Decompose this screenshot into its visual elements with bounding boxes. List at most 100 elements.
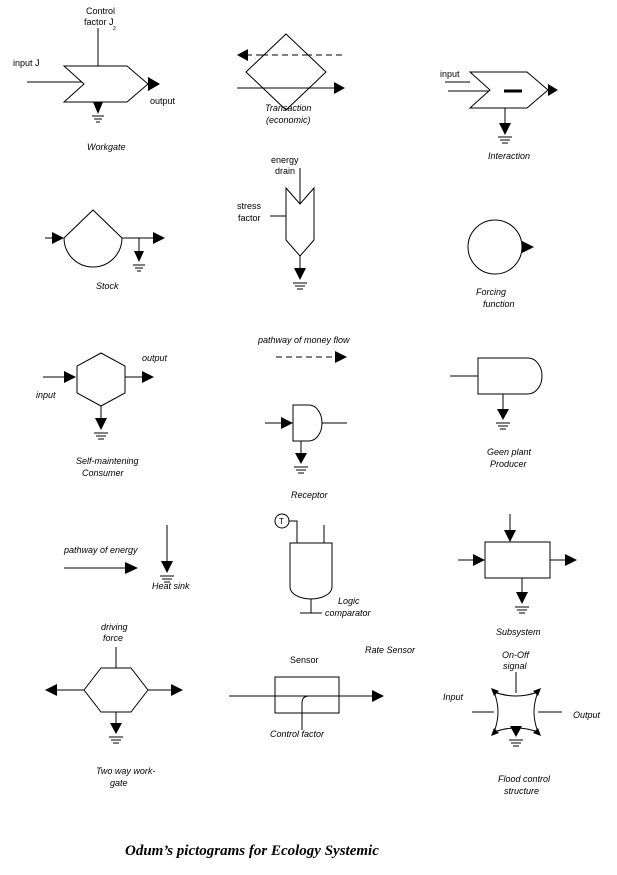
drain-ground-arrow-icon	[294, 268, 306, 280]
drain-energy-label-2: drain	[275, 166, 295, 176]
workgate-control-subscript: 2	[113, 26, 116, 32]
energy-pathway-symbol: pathway of energy	[63, 545, 138, 574]
consumer-input-label: input	[36, 390, 56, 400]
transaction-right-arrow-icon	[334, 82, 345, 94]
producer-symbol: Geen plant Producer	[450, 357, 543, 469]
stock-symbol: Stock	[45, 209, 165, 291]
flood-control-symbol: On-Off signal Input Output Flood control…	[443, 650, 601, 796]
transaction-caption-1: Transaction	[265, 103, 311, 113]
two-way-caption-2: gate	[110, 778, 128, 788]
consumer-output-arrow-icon	[142, 371, 154, 383]
workgate-symbol: Control factor J 2 input J output Workga…	[13, 6, 176, 152]
consumer-input-arrow-icon	[64, 371, 76, 383]
figure-caption: Odum’s pictograms for Ecology Systemic	[125, 843, 379, 859]
consumer-hexagon-shape	[76, 352, 126, 407]
sensor-control-label: Control factor	[270, 729, 325, 739]
money-flow-symbol: pathway of money flow	[257, 335, 350, 363]
workgate-ground-arrow-icon	[93, 102, 103, 114]
two-way-hexagon-shape	[83, 667, 149, 713]
producer-ground-arrow-icon	[497, 409, 509, 420]
subsystem-symbol: Subsystem	[458, 514, 577, 637]
transaction-symbol: Transaction (economic)	[237, 33, 345, 125]
logic-t-line	[289, 520, 298, 543]
flood-ground-arrow-icon	[510, 726, 522, 737]
transaction-diamond-shape	[245, 33, 327, 111]
transaction-left-arrow-icon	[237, 49, 248, 61]
consumer-ground-arrow-icon	[95, 418, 107, 430]
consumer-caption-2: Consumer	[82, 468, 125, 478]
flood-signal-label-1: On-Off	[502, 650, 531, 660]
sensor-control-line	[301, 695, 310, 730]
flood-caption-1: Flood control	[498, 774, 551, 784]
interaction-symbol: input Interaction	[440, 69, 558, 161]
receptor-symbol: Receptor	[265, 404, 347, 500]
logic-caption-2: comparator	[325, 608, 372, 618]
forcing-caption-1: Forcing	[476, 287, 506, 297]
stock-caption: Stock	[96, 281, 119, 291]
drain-shape	[285, 186, 315, 257]
drain-stress-label-1: stress	[237, 201, 262, 211]
consumer-symbol: output input Self-maintening Consumer	[36, 352, 168, 478]
flood-input-label: Input	[443, 692, 464, 702]
producer-caption-1: Geen plant	[487, 447, 532, 457]
consumer-output-label: output	[142, 353, 168, 363]
interaction-ground-arrow-icon	[499, 123, 511, 135]
forcing-circle-shape	[467, 219, 523, 275]
workgate-chevron-shape	[62, 65, 149, 103]
stock-tank-shape	[63, 209, 123, 268]
transaction-caption-2: (economic)	[266, 115, 311, 125]
workgate-caption: Workgate	[87, 142, 126, 152]
stock-ground-arrow-icon	[134, 251, 144, 262]
workgate-control-label-2: factor J	[84, 17, 114, 27]
logic-caption-1: Logic	[338, 596, 360, 606]
sensor-flow-arrow-icon	[372, 690, 384, 702]
flood-caption-2: structure	[504, 786, 539, 796]
rate-sensor-label: Rate Sensor	[365, 645, 416, 655]
two-way-right-arrow-icon	[171, 684, 183, 696]
interaction-caption: Interaction	[488, 151, 530, 161]
subsystem-input-arrow-icon	[504, 530, 516, 542]
energy-pathway-arrow-icon	[125, 562, 138, 574]
interaction-output-arrow-icon	[548, 84, 558, 96]
subsystem-output-arrow-icon	[565, 554, 577, 566]
workgate-control-label-1: Control	[86, 6, 115, 16]
logic-comparator-shape	[289, 542, 333, 600]
stock-input-arrow-icon	[52, 232, 64, 244]
logic-comparator-symbol: T Logic comparator	[274, 513, 372, 618]
flood-signal-label-2: signal	[503, 661, 528, 671]
forcing-caption-2: function	[483, 299, 515, 309]
two-way-force-label-1: driving	[101, 622, 128, 632]
drain-stress-label-2: factor	[238, 213, 261, 223]
workgate-output-label: output	[150, 96, 176, 106]
receptor-caption: Receptor	[291, 490, 329, 500]
producer-shape	[477, 357, 543, 395]
producer-caption-2: Producer	[490, 459, 528, 469]
logic-t-label: T	[279, 517, 284, 526]
forcing-output-arrow-icon	[522, 241, 534, 253]
subsystem-left-arrow-icon	[473, 554, 485, 566]
two-way-left-arrow-icon	[45, 684, 57, 696]
receptor-input-arrow-icon	[281, 417, 293, 429]
sensor-label: Sensor	[290, 655, 319, 665]
workgate-output-arrow-icon	[148, 77, 160, 91]
consumer-caption-1: Self-maintening	[76, 456, 139, 466]
heat-sink-caption: Heat sink	[152, 581, 190, 591]
drain-energy-label-1: energy	[271, 155, 299, 165]
subsystem-caption: Subsystem	[496, 627, 541, 637]
two-way-force-label-2: force	[103, 633, 123, 643]
receptor-ground-arrow-icon	[295, 453, 307, 464]
subsystem-ground-arrow-icon	[516, 592, 528, 604]
money-flow-arrow-icon	[335, 351, 347, 363]
heat-sink-arrow-icon	[161, 561, 173, 573]
two-way-ground-arrow-icon	[110, 723, 122, 734]
energy-pathway-label: pathway of energy	[63, 545, 138, 555]
two-way-workgate-symbol: driving force Two way work- gate	[45, 622, 183, 788]
stock-output-arrow-icon	[153, 232, 165, 244]
heat-sink-symbol: Heat sink	[152, 525, 190, 591]
sensor-symbol: Sensor Rate Sensor Control factor	[229, 645, 416, 739]
money-flow-label: pathway of money flow	[257, 335, 350, 345]
workgate-input-label: input J	[13, 58, 40, 68]
drain-symbol: energy drain stress factor	[237, 155, 315, 290]
